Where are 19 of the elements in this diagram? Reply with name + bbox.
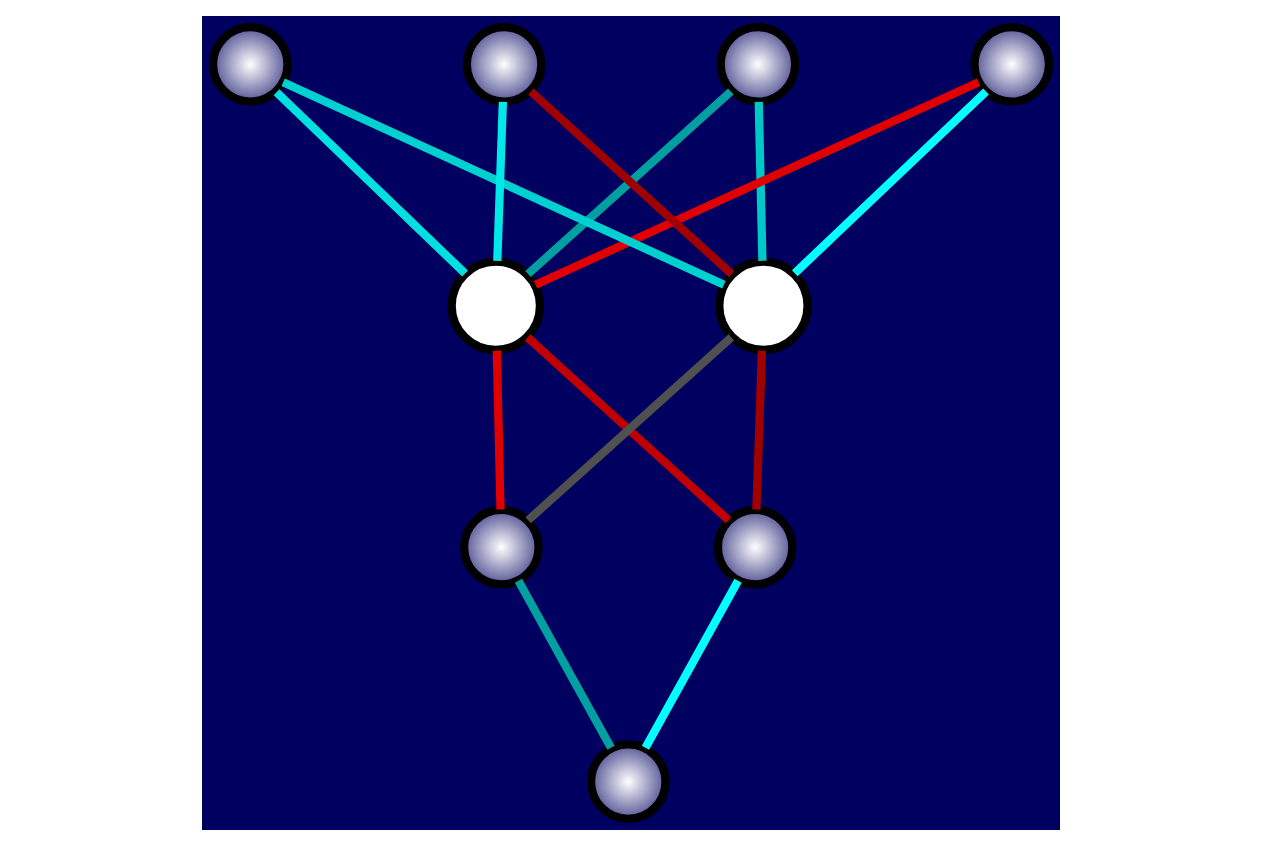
connector <box>791 88 989 277</box>
node-circle <box>715 257 812 355</box>
connector <box>492 350 505 510</box>
connector <box>493 101 507 261</box>
node-circle <box>970 22 1054 106</box>
node-circle <box>713 505 797 589</box>
node-circle <box>459 505 543 589</box>
connector <box>752 350 767 510</box>
node-circle <box>447 257 545 355</box>
node-circle <box>462 22 546 106</box>
connector <box>281 78 726 289</box>
node-circle <box>716 22 800 106</box>
connector <box>641 578 742 750</box>
node-circle <box>586 740 670 824</box>
connector <box>514 578 615 750</box>
connector <box>533 78 981 289</box>
connector <box>273 89 468 277</box>
connector <box>754 101 767 261</box>
node-circle <box>208 22 292 106</box>
